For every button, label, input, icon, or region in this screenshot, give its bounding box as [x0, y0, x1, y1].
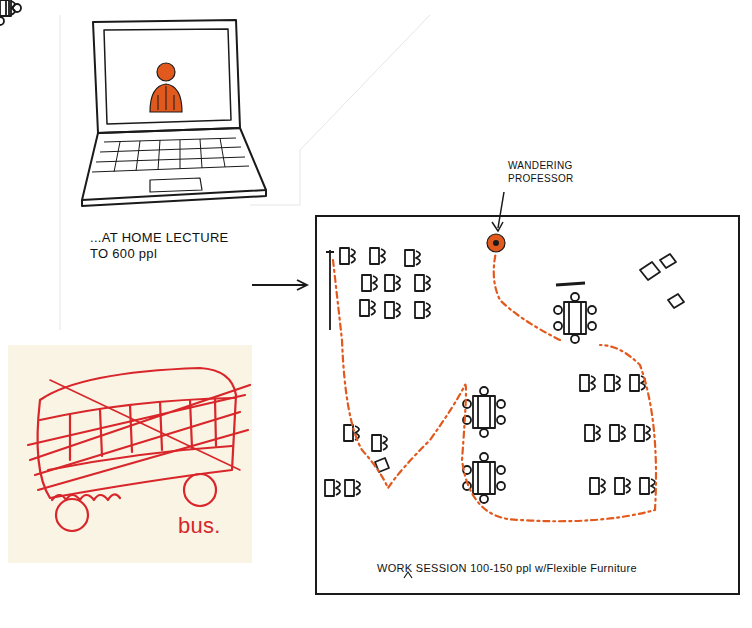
- node-caption: WORK SESSION 100-150 ppl w/Flexible Furn…: [377, 562, 727, 576]
- sketch-label: bus.: [178, 512, 248, 540]
- laptop-lecture: ...AT HOME LECTURE TO 600 ppl: [75, 20, 250, 305]
- classroom-plan: WORK SESSION 100-150 ppl w/Flexible Furn…: [315, 215, 740, 595]
- sketch-arrow: [252, 280, 307, 290]
- node-caption: ...AT HOME LECTURE TO 600 ppl: [90, 230, 245, 263]
- callout-label: WANDERING PROFESSOR: [508, 160, 598, 185]
